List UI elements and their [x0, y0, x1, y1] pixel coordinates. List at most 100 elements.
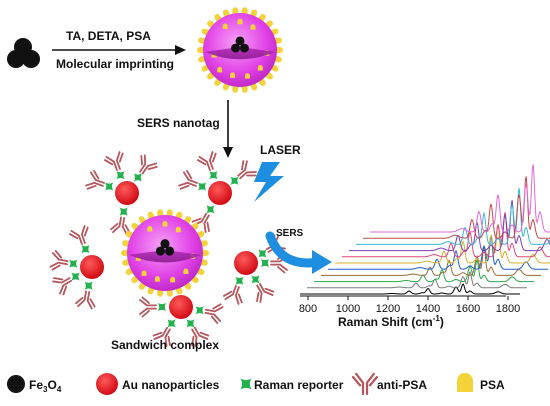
sandwich-label: Sandwich complex	[111, 338, 219, 352]
raman-reporter-icon	[260, 258, 270, 268]
anti-psa-antibody	[152, 326, 171, 347]
anti-psa-antibody	[237, 160, 257, 180]
legend-anti-psa-icon	[352, 372, 378, 396]
raman-reporter-icon	[206, 205, 215, 214]
spectrum-line	[321, 246, 541, 276]
raman-reporter-icon	[105, 182, 114, 191]
psa-bump	[201, 250, 209, 256]
fe3o4-core	[155, 246, 165, 256]
legend: Fe3O4 Au nanoparticles Raman reporter an…	[7, 372, 505, 396]
legend-raman-reporter-icon	[240, 378, 252, 390]
imprinting-label: Molecular imprinting	[56, 57, 174, 71]
au-nanotag	[49, 225, 104, 310]
anti-psa-antibody	[75, 290, 96, 310]
spectrum-line	[328, 234, 548, 270]
anti-psa-antibody	[191, 326, 210, 347]
x-tick-label: 1400	[416, 303, 440, 315]
sandwich-complex	[49, 151, 288, 347]
au-nanotag	[139, 295, 224, 347]
psa-inner	[183, 268, 189, 274]
raman-reporter-icon	[258, 249, 267, 258]
nanotag-arrow	[223, 100, 233, 158]
psa-inner	[147, 225, 153, 232]
raman-reporter-icon	[116, 171, 125, 180]
raman-reporter-icon	[230, 176, 239, 185]
x-tick-label: 800	[299, 303, 317, 315]
anti-psa-antibody	[49, 250, 69, 271]
raman-reporter-icon	[133, 173, 142, 182]
anti-psa-antibody	[104, 151, 124, 171]
anti-psa-antibody	[178, 170, 198, 190]
au-nanoparticle	[80, 255, 104, 279]
raman-reporter-icon	[186, 319, 195, 328]
raman-reporter-icon	[195, 306, 204, 315]
legend-psa-label: PSA	[480, 378, 505, 392]
au-nanoparticle	[115, 181, 139, 205]
raman-reporter-icon	[251, 275, 260, 284]
raman-reporter-icon	[209, 171, 218, 180]
fe3o4-core	[165, 246, 175, 256]
sers-curved-arrow	[265, 231, 332, 274]
fe3o4-seed-cluster	[7, 38, 40, 68]
raman-reporter-icon	[157, 302, 167, 312]
raman-reporter-icon	[69, 259, 78, 268]
psa-inner	[217, 66, 223, 73]
spectrum-line	[363, 176, 550, 239]
spectrum-line	[349, 200, 550, 252]
anti-psa-antibody	[52, 277, 73, 296]
au-nanotag	[223, 234, 288, 305]
raman-reporter-icon	[119, 207, 128, 216]
psa-inner	[250, 24, 256, 30]
anti-psa-antibody	[139, 296, 157, 318]
raman-reporter-icon	[167, 319, 176, 328]
au-nanotag	[178, 151, 257, 233]
au-nanoparticle	[169, 295, 193, 319]
reagents-label: TA, DETA, PSA	[66, 29, 151, 43]
psa-inner	[237, 18, 243, 25]
fe3o4-core	[240, 43, 249, 53]
spectrum-line	[335, 224, 550, 264]
psa-inner	[230, 72, 236, 78]
spectrum-line	[314, 258, 534, 283]
anti-psa-antibody	[139, 154, 158, 175]
anti-psa-antibody	[197, 151, 217, 171]
cutaway-floor	[204, 47, 276, 60]
fe3o4-core	[160, 239, 170, 249]
psa-inner	[141, 270, 147, 276]
legend-fe3o4-icon	[7, 375, 25, 393]
psa-bump	[197, 47, 205, 53]
imprinted-particle-top	[197, 7, 283, 93]
x-tick-label: 1000	[336, 303, 360, 315]
psa-inner	[222, 23, 228, 30]
laser-bolt-icon	[254, 162, 284, 202]
anti-psa-antibody	[85, 170, 105, 190]
legend-au-label: Au nanoparticles	[122, 378, 220, 392]
anti-psa-antibody	[223, 285, 243, 305]
x-axis-title: Raman Shift (cm-1)	[338, 314, 444, 329]
legend-au-icon	[96, 373, 118, 395]
legend-antipsa-label: anti-PSA	[377, 378, 427, 392]
raman-reporter-icon	[240, 378, 252, 390]
psa-inner	[244, 73, 250, 79]
raman-reporter-icon	[84, 281, 93, 290]
legend-raman-label: Raman reporter	[254, 378, 344, 392]
psa-bump	[121, 250, 129, 256]
raman-reporter-icon	[198, 182, 207, 191]
raman-reporter-icon	[235, 276, 244, 285]
nanotag-label: SERS nanotag	[137, 116, 220, 130]
legend-psa-icon	[457, 373, 473, 392]
fe3o4-core	[231, 43, 240, 53]
imprinting-arrow	[52, 45, 186, 55]
spectrum-line	[300, 283, 520, 295]
psa-inner	[175, 226, 181, 233]
anti-psa-antibody	[352, 372, 378, 396]
psa-inner	[154, 276, 160, 282]
raman-reporter-icon	[81, 245, 90, 254]
anti-psa-antibody	[256, 282, 275, 303]
anti-psa-antibody	[204, 303, 224, 324]
psa-bump	[275, 47, 283, 53]
au-nanoparticle	[234, 251, 258, 275]
x-tick-label: 1600	[456, 303, 480, 315]
